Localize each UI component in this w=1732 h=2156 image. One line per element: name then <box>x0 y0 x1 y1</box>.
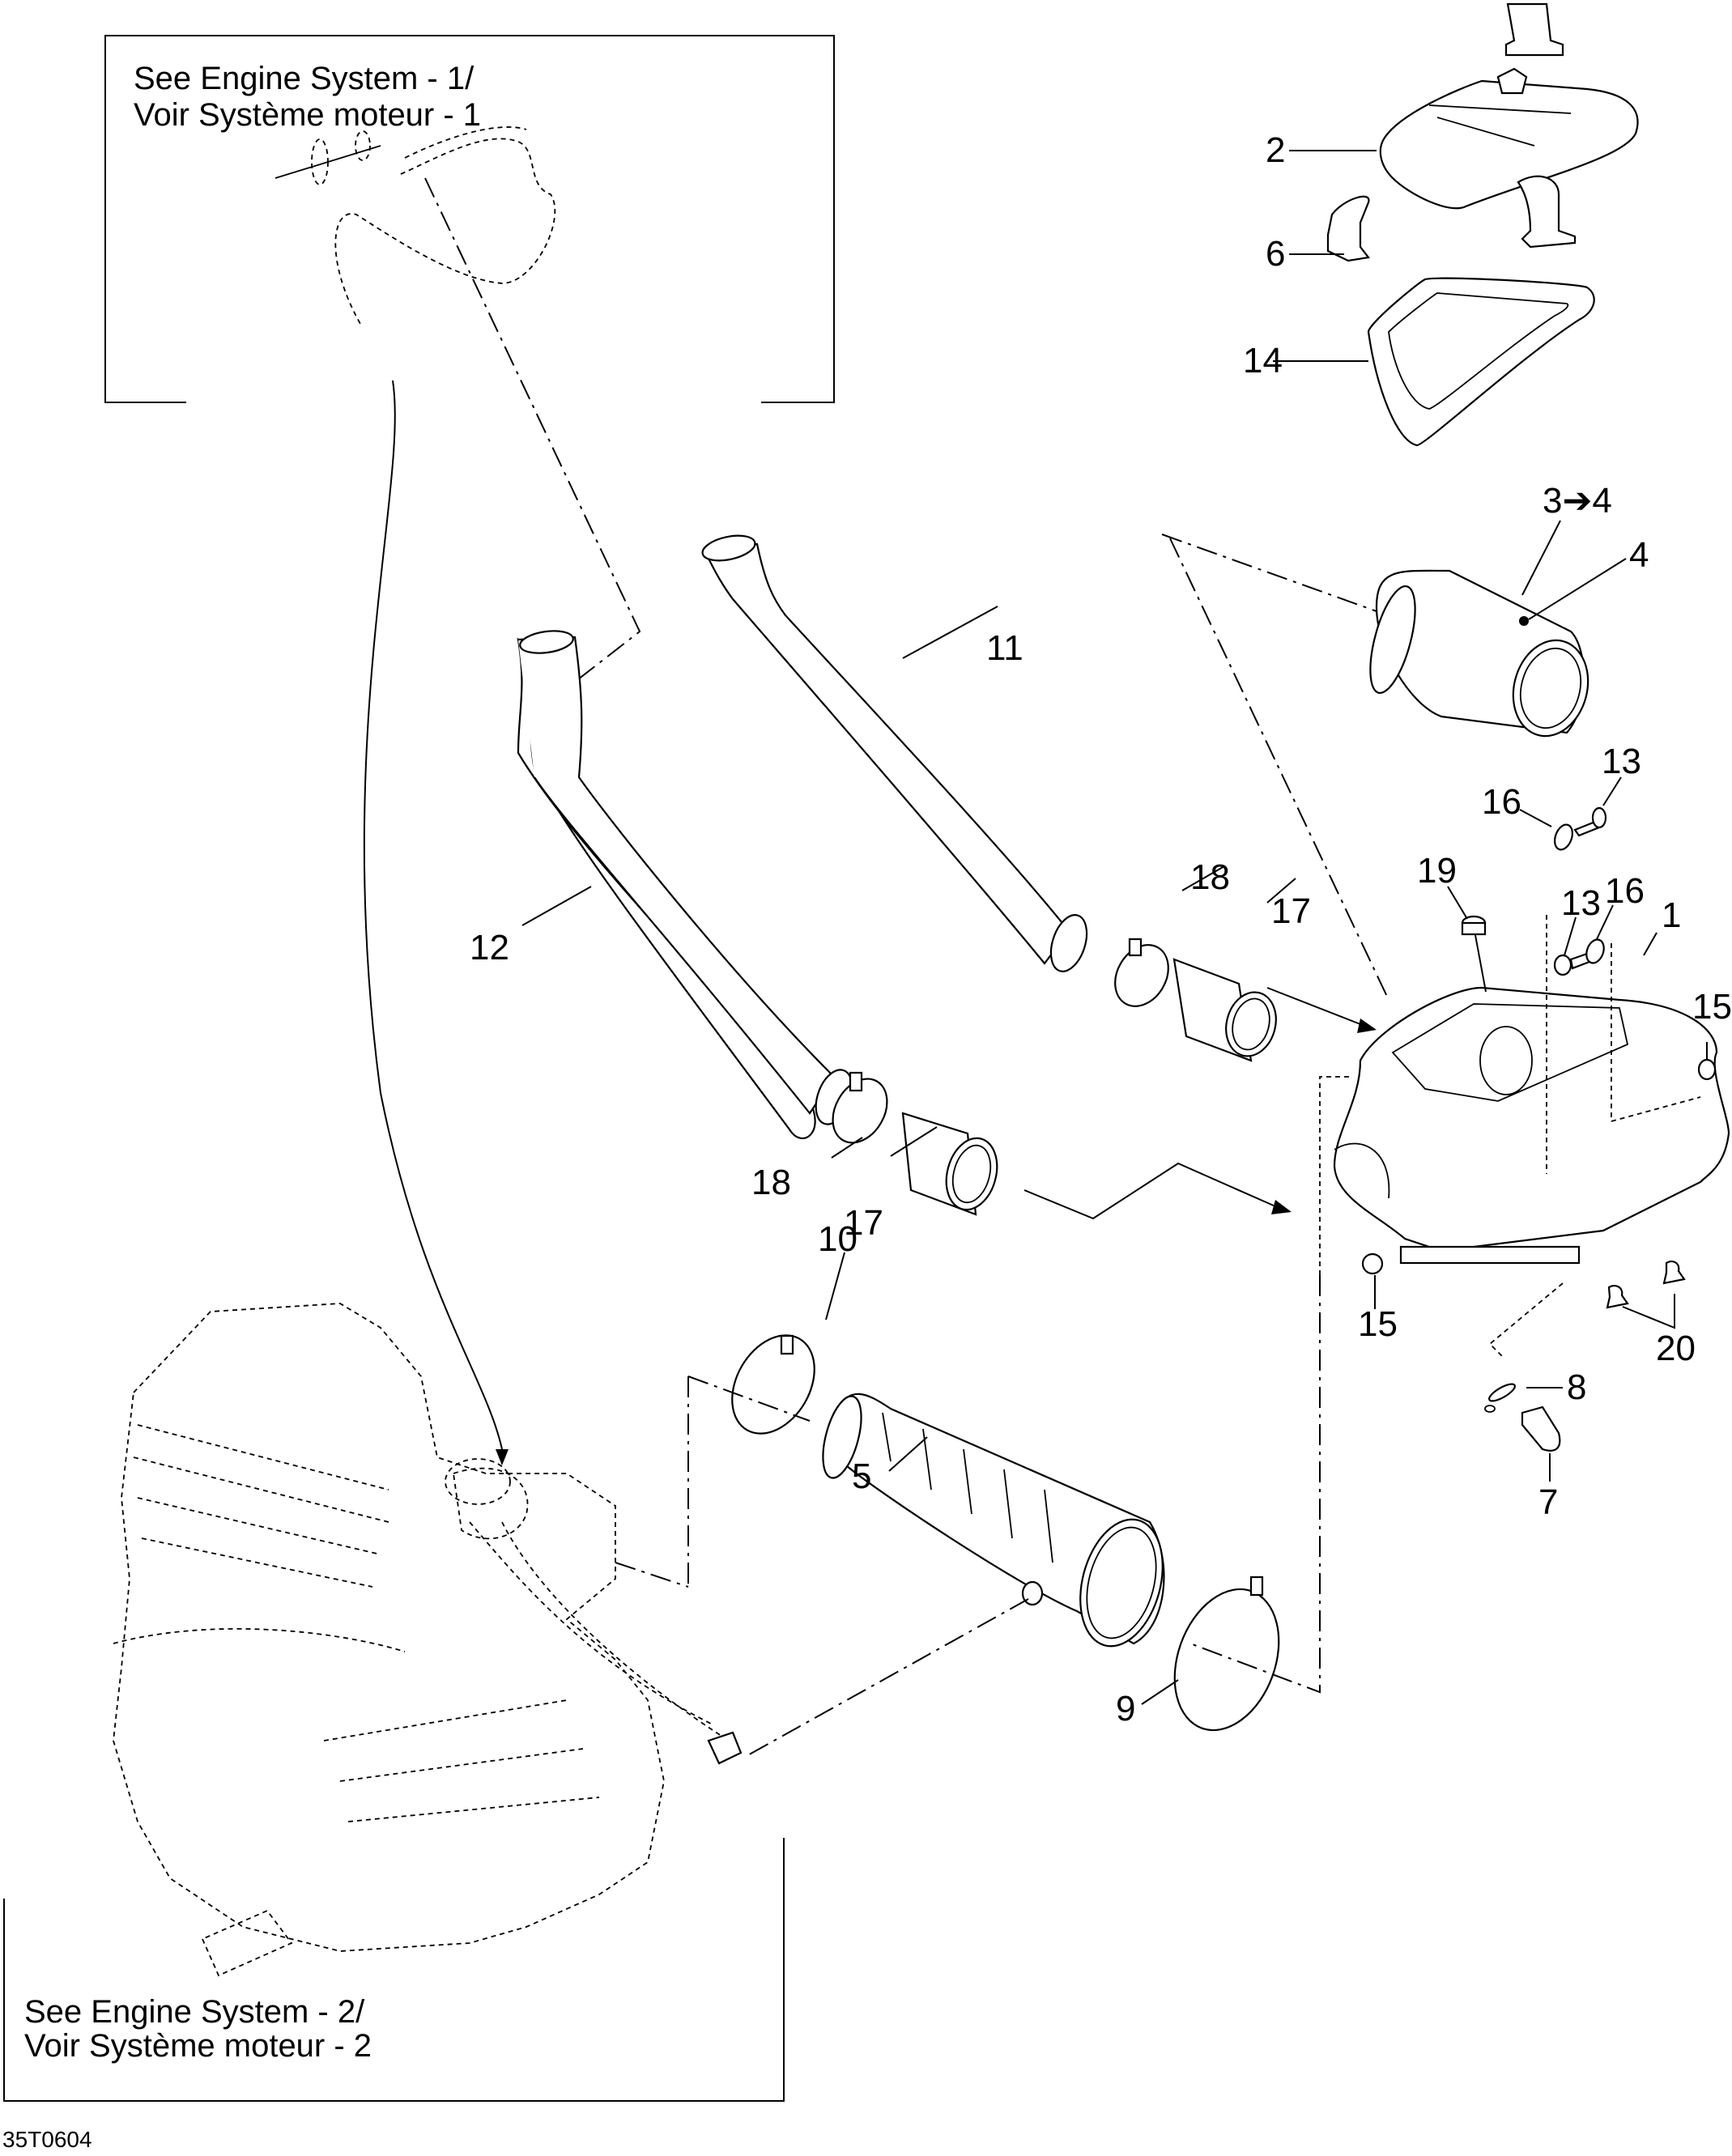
part-17-upper-adapter <box>1172 958 1277 1062</box>
callout-leaders <box>521 150 1708 1705</box>
drawing-code: 35T0604 <box>2 2127 92 2152</box>
engine-hose-ghost <box>274 126 556 325</box>
part-11-upper-intake-tube <box>701 534 1088 972</box>
part-19-plug <box>1461 915 1487 936</box>
part-14-cover-seal <box>1367 277 1595 447</box>
callout-14: 14 <box>1243 341 1283 381</box>
part-6-cover-clip-right <box>1517 175 1577 249</box>
centerline-tube-12 <box>424 177 641 689</box>
callout-16-upper: 16 <box>1482 782 1521 822</box>
callout-4: 4 <box>1629 535 1649 575</box>
filter-marker-dot <box>1519 616 1529 626</box>
part-7-drain-cap <box>1521 1405 1561 1452</box>
part-6-cover-clip-left <box>1326 195 1370 262</box>
part-12-lower-intake-tube <box>517 630 853 1140</box>
callout-10: 10 <box>818 1219 857 1259</box>
callout-1: 1 <box>1662 895 1681 935</box>
part-20-push-rivet-left <box>1606 1284 1629 1309</box>
part-15-nut-left <box>1361 1252 1384 1275</box>
plug-leader <box>1475 934 1487 993</box>
callout-18-upper: 18 <box>1190 857 1230 897</box>
engine-to-boot-dash <box>615 1562 689 1588</box>
callout-17-lower: 17 <box>844 1203 883 1243</box>
callout-13-upper: 13 <box>1602 742 1641 781</box>
callout-7: 7 <box>1538 1482 1558 1522</box>
callout-9: 9 <box>1116 1689 1135 1729</box>
boot-dash-right <box>1189 1275 1321 1694</box>
part-18-upper-clamp <box>1114 938 1169 1007</box>
reference-box-engine-system-2: See Engine System - 2/ Voir Système mote… <box>3 1838 785 2102</box>
callout-2: 2 <box>1266 130 1285 170</box>
housing-dash-left <box>1319 1076 1352 1275</box>
part-5-intake-boot <box>822 1393 1165 1648</box>
callout-13-lower: 13 <box>1561 883 1601 923</box>
part-13-screw-upper <box>1573 806 1607 837</box>
callout-6: 6 <box>1266 234 1285 274</box>
reference-box-2-line2: Voir Système moteur - 2 <box>24 2028 372 2064</box>
part-10-hose-clamp <box>731 1334 815 1435</box>
reference-box-1-line1: See Engine System - 1/ <box>134 61 474 96</box>
drain-dash <box>1488 1282 1564 1357</box>
part-6-cover-clip-top <box>1504 2 1564 57</box>
callout-12: 12 <box>470 928 509 967</box>
boot-to-engine-dash <box>744 1598 1029 1758</box>
part-2-housing-cover <box>1379 67 1639 210</box>
callout-11: 11 <box>986 628 1023 668</box>
callout-5: 5 <box>852 1456 871 1496</box>
callout-15-right: 15 <box>1692 987 1732 1027</box>
part-15-nut-right <box>1697 1058 1717 1081</box>
callout-8: 8 <box>1567 1367 1586 1407</box>
part-18-lower-clamp <box>832 1071 888 1144</box>
callout-3-to-4: 3➔4 <box>1543 481 1612 521</box>
part-13-screw-lower <box>1553 952 1591 976</box>
part-16-washer-upper <box>1554 823 1573 851</box>
callout-labels: 2 6 14 3➔4 4 11 12 18 17 18 17 13 16 19 … <box>470 130 1732 1729</box>
callout-15-left: 15 <box>1358 1304 1398 1344</box>
housing-dash-right <box>1611 943 1701 1123</box>
centerline-filter-to-housing <box>1169 538 1389 1001</box>
part-4-air-filter <box>1369 569 1589 738</box>
callout-19: 19 <box>1417 851 1457 891</box>
reference-box-1-line2: Voir Système moteur - 1 <box>134 97 481 133</box>
reference-box-engine-system-1: See Engine System - 1/ Voir Système mote… <box>104 35 835 403</box>
part-17-lower-adapter <box>901 1112 998 1216</box>
part-8-drain-clamp <box>1484 1383 1516 1413</box>
routing-arrow-to-engine <box>363 380 509 1465</box>
callout-17-upper: 17 <box>1271 891 1311 931</box>
part-9-large-hose-clamp <box>1173 1576 1280 1732</box>
reference-box-2-line1: See Engine System - 2/ <box>24 1994 365 2030</box>
centerline-filter <box>1161 534 1377 612</box>
routing-arrows-to-housing <box>1023 987 1377 1220</box>
callout-16-lower: 16 <box>1605 871 1645 911</box>
part-20-push-rivet-right <box>1662 1260 1686 1285</box>
part-16-washer-lower <box>1585 938 1605 964</box>
callout-18-lower: 18 <box>751 1163 791 1202</box>
callout-20: 20 <box>1656 1329 1696 1368</box>
part-1-air-filter-housing <box>1333 986 1730 1265</box>
engine-ghost <box>113 1303 743 1977</box>
